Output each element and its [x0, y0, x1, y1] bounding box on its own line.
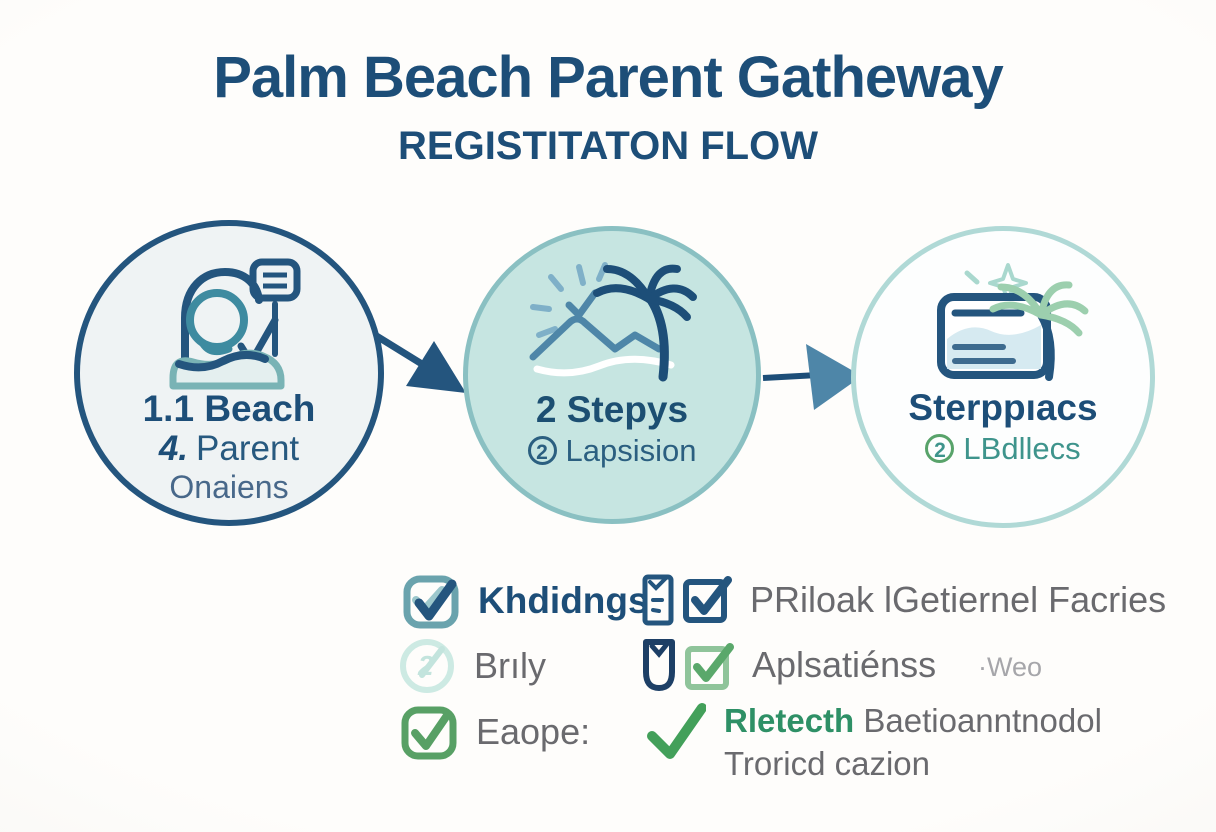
step-1-line2-text: Parent [196, 429, 300, 468]
step-2-number-badge: 2 [527, 436, 557, 466]
step-3-number-badge: 2 [925, 434, 955, 464]
checkbox-teal-icon [403, 575, 459, 629]
rletecth-line2: Troricd cazion [724, 744, 931, 782]
checklist-left-row-1: Khdidngs [402, 572, 649, 630]
beach-scene-icon [529, 262, 697, 382]
step-3-circle: Sterppıacs 2 LBdllecs [851, 226, 1155, 528]
rletecth-line1: Rletecth Baetioanntnodol [724, 700, 1102, 743]
page-title: Palm Beach Parent Gatheway [213, 45, 1004, 110]
checklist-right-row-3: Rletecth Baetioanntnodol Troricd cazion [644, 700, 1102, 786]
parent-signup-icon [169, 258, 301, 390]
arrow-step2-to-step3 [762, 344, 862, 410]
step-1-line2-prefix: 4. [158, 429, 189, 468]
checkmark-green-icon [647, 703, 706, 759]
step-1-line3: Onaiens [169, 469, 289, 505]
rletecth-accent: Rletecth [724, 702, 855, 739]
checkbox-navy-icon [683, 576, 732, 623]
rletecth-rest: Baetioanntnodol [854, 702, 1102, 739]
checklist-right-row-2: Aplsatiénss [642, 638, 936, 692]
checklist-rletecth-text: Rletecth Baetioanntnodol Troricd cazion [724, 700, 1102, 786]
checklist-label-aplsatienss: Aplsatiénss [752, 644, 937, 685]
checklist-right-row-1: PRiloak lGetiernel Facries [642, 574, 1166, 626]
checklist-label-khdidngs: Khdidngs [478, 580, 649, 621]
step-3-line2: 2 LBdllecs [856, 431, 1150, 467]
checklist-side-note: ·Weo [978, 652, 1043, 682]
step-2-circle: 2 Stepys 2 Lapsision [463, 226, 761, 524]
checkbox-light-green-icon [685, 643, 734, 690]
step-2-line2: 2 Lapsision [468, 433, 756, 469]
circle-2-check-mint-icon: 2 [400, 639, 454, 693]
step-3-line2-text: LBdllecs [963, 431, 1081, 466]
checklist-label-eaope: Eaope: [476, 711, 591, 752]
document-check-icon [642, 574, 674, 626]
step-1-circle: 1.1 Beach 4.Parent Onaiens [74, 220, 384, 526]
shield-check-icon [643, 639, 675, 691]
step-2-title: 2 Stepys [535, 389, 689, 430]
checklist-left-row-3: Eaope: [400, 703, 590, 761]
page-subtitle: REGISTITATON FLOW [398, 124, 818, 168]
right-row-1-icons [642, 574, 732, 626]
right-row-2-icons [642, 638, 734, 692]
step-2-line2-text: Lapsision [565, 433, 697, 468]
step-3-title: Sterppıacs [908, 387, 1098, 428]
checklist-left-row-2: 2 Brıly [398, 637, 546, 695]
step-1-line2: 4.Parent [80, 429, 378, 469]
step-1-title: 1.1 Beach [142, 388, 316, 429]
checklist-label-priloak: PRiloak lGetiernel Facries [750, 579, 1167, 620]
postcard-palm-icon [937, 263, 1089, 381]
checklist-label-brily: Brıly [474, 645, 546, 686]
checkbox-green-icon [401, 706, 457, 760]
